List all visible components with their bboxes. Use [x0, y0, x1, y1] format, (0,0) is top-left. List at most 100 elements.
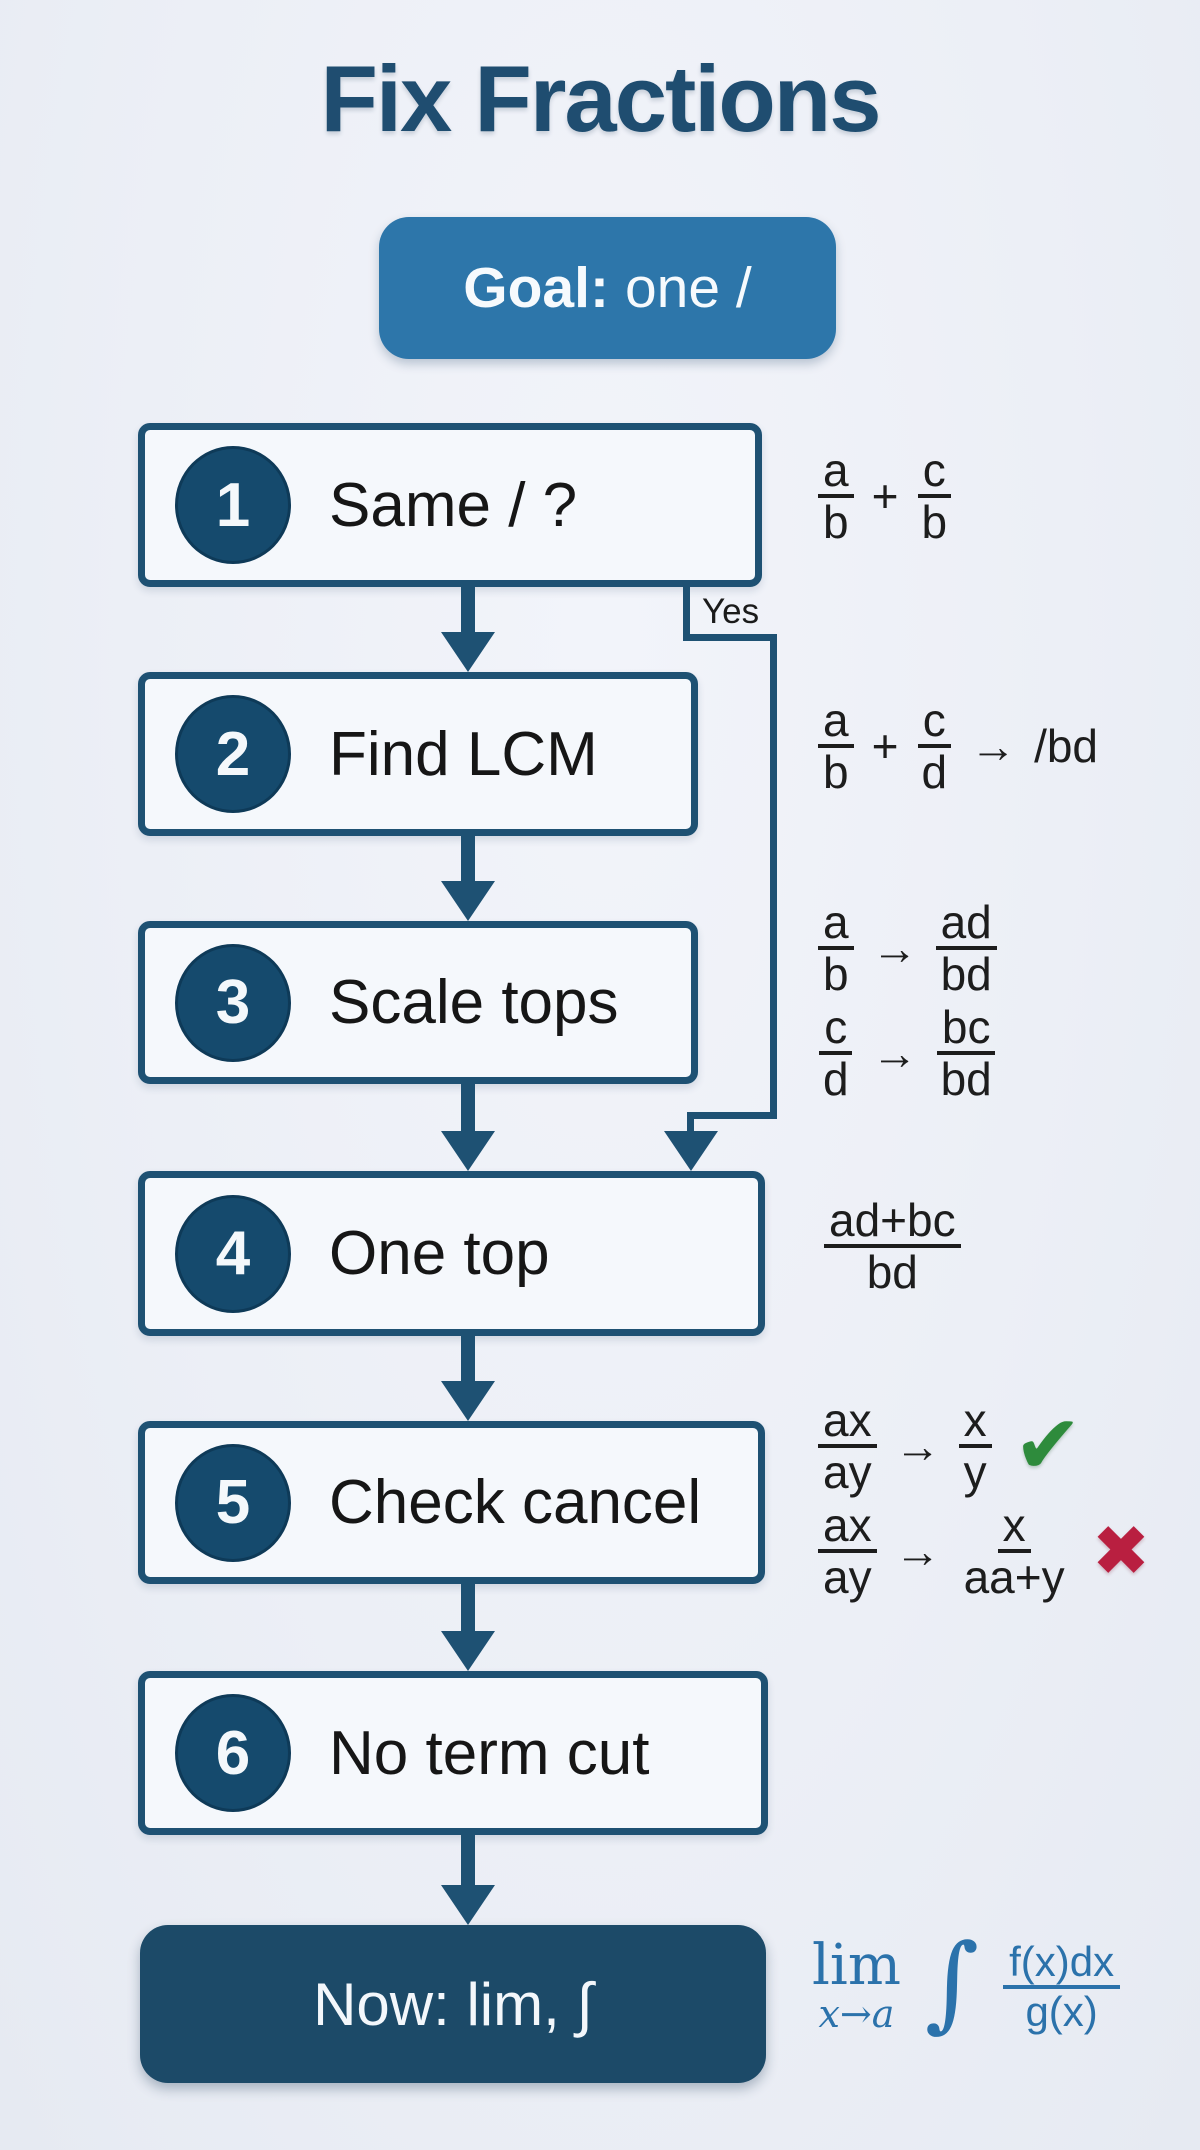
flow-arrow-head-icon	[441, 1131, 495, 1171]
fraction-numerator: ad+bc	[824, 1196, 961, 1249]
yes-branch-label: Yes	[702, 592, 760, 631]
fraction: a b	[818, 446, 854, 547]
fraction-denominator: d	[921, 746, 948, 799]
goal-badge: Goal: one /	[379, 217, 836, 359]
fraction-denominator: d	[823, 1052, 849, 1105]
annotation-one-top: ad+bc bd	[824, 1196, 961, 1297]
plus-operator: +	[871, 470, 899, 523]
integral-icon: ∫	[924, 1921, 980, 2044]
arrow-right-icon: →	[970, 720, 1017, 773]
flow-arrow-head-icon	[441, 1885, 495, 1925]
step-number-badge: 2	[175, 695, 291, 813]
lim-subscript: x→a	[818, 1992, 895, 2036]
fraction-denominator: b	[823, 948, 849, 1001]
fraction-denominator: aa+y	[963, 1550, 1065, 1603]
fraction-denominator: bd	[866, 1246, 918, 1299]
limit-notation: lim x→a	[812, 1938, 901, 2036]
step-box-2: 2 Find LCM	[138, 672, 698, 836]
fraction: ad bd	[935, 898, 997, 1001]
flow-arrow-head-icon	[441, 632, 495, 672]
fraction: ax ay	[818, 1396, 877, 1497]
final-result-label: Now: lim, ∫	[313, 1970, 593, 2038]
step-number-badge: 4	[175, 1194, 291, 1313]
fraction-numerator: ad	[935, 898, 997, 951]
flow-arrow-shaft	[461, 1833, 475, 1888]
fraction: c d	[818, 1002, 854, 1105]
fraction-denominator: b	[921, 496, 948, 549]
flow-arrow-shaft	[461, 834, 475, 886]
fraction-numerator: a	[818, 446, 854, 499]
step-box-6: 6 No term cut	[138, 1671, 768, 1835]
annotation-find-lcm: a b + c d → /bd	[818, 696, 1098, 797]
annotation-scale-tops: a b → ad bd c d → bc bd	[818, 898, 997, 1103]
final-math-expression: lim x→a ∫ f(x)dx g(x)	[812, 1921, 1121, 2044]
step-box-3: 3 Scale tops	[138, 921, 698, 1084]
flow-arrow-shaft	[461, 1582, 475, 1634]
page-title: Fix Fractions	[320, 46, 881, 151]
flow-arrow-head-icon	[441, 1381, 495, 1421]
yes-branch-line	[683, 585, 690, 641]
step-number-badge: 6	[175, 1694, 291, 1812]
fraction-numerator: a	[818, 696, 854, 749]
step-label: Check cancel	[329, 1468, 702, 1537]
fraction-numerator: ax	[818, 1396, 877, 1449]
arrow-right-icon: →	[871, 922, 918, 975]
annotation-same-denominator: a b + c b	[818, 446, 952, 547]
flow-arrow-shaft	[461, 1334, 475, 1384]
step-label: Scale tops	[329, 968, 619, 1037]
yes-branch-line	[683, 634, 777, 641]
step-number-badge: 5	[175, 1443, 291, 1562]
fraction-numerator: c	[917, 446, 951, 499]
fraction: a b	[818, 696, 854, 797]
yes-branch-line	[687, 1112, 777, 1119]
flow-arrow-shaft	[461, 1082, 475, 1134]
step-box-4: 4 One top	[138, 1171, 765, 1336]
step-box-5: 5 Check cancel	[138, 1421, 765, 1584]
fraction: ad+bc bd	[824, 1196, 961, 1297]
step-number-badge: 3	[175, 943, 291, 1062]
fraction-denominator: bd	[940, 1052, 992, 1105]
lim-word: lim	[812, 1933, 901, 1998]
plus-operator: +	[871, 720, 899, 773]
fraction-numerator: c	[819, 1002, 853, 1055]
fraction-numerator: f(x)dx	[1003, 1938, 1121, 1989]
fraction-denominator: ay	[823, 1550, 872, 1603]
fraction-numerator: bc	[936, 1002, 996, 1055]
fraction-numerator: ax	[818, 1500, 877, 1553]
fraction-numerator: x	[997, 1500, 1031, 1553]
goal-label: Goal:	[463, 256, 609, 320]
arrow-right-icon: →	[871, 1026, 918, 1079]
fraction-numerator: c	[917, 696, 951, 749]
final-result-box: Now: lim, ∫	[140, 1925, 766, 2083]
step-label: One top	[329, 1219, 550, 1288]
yes-branch-arrow-head-icon	[664, 1131, 718, 1171]
fraction-denominator: ay	[823, 1446, 872, 1499]
flow-arrow-head-icon	[441, 1631, 495, 1671]
step-label: Same / ?	[329, 470, 578, 540]
fraction-denominator: g(x)	[1025, 1987, 1098, 2035]
fraction-denominator: b	[823, 746, 849, 799]
fraction-numerator: x	[958, 1396, 992, 1449]
step-number-badge: 1	[175, 446, 291, 564]
step-label: Find LCM	[329, 719, 598, 789]
fraction: x aa+y	[959, 1500, 1070, 1603]
yes-branch-line	[687, 1112, 694, 1138]
fraction-denominator: bd	[940, 948, 992, 1001]
goal-text: one /	[624, 256, 752, 320]
fraction-denominator: b	[823, 496, 849, 549]
flow-arrow-head-icon	[441, 881, 495, 921]
fraction: ax ay	[818, 1500, 877, 1603]
fraction: x y	[958, 1396, 992, 1499]
step-label: No term cut	[329, 1718, 650, 1788]
arrow-right-icon: →	[894, 1420, 941, 1473]
fraction: f(x)dx g(x)	[1003, 1938, 1121, 2035]
cross-icon: ✖	[1091, 1511, 1151, 1590]
fraction: bc bd	[936, 1002, 997, 1105]
flow-arrow-shaft	[461, 585, 475, 637]
fraction: a b	[818, 898, 854, 999]
lcm-result: /bd	[1034, 720, 1099, 773]
fraction: c b	[916, 446, 952, 547]
arrow-right-icon: →	[894, 1524, 941, 1577]
fraction-denominator: y	[963, 1446, 987, 1499]
step-box-1: 1 Same / ?	[138, 423, 762, 587]
